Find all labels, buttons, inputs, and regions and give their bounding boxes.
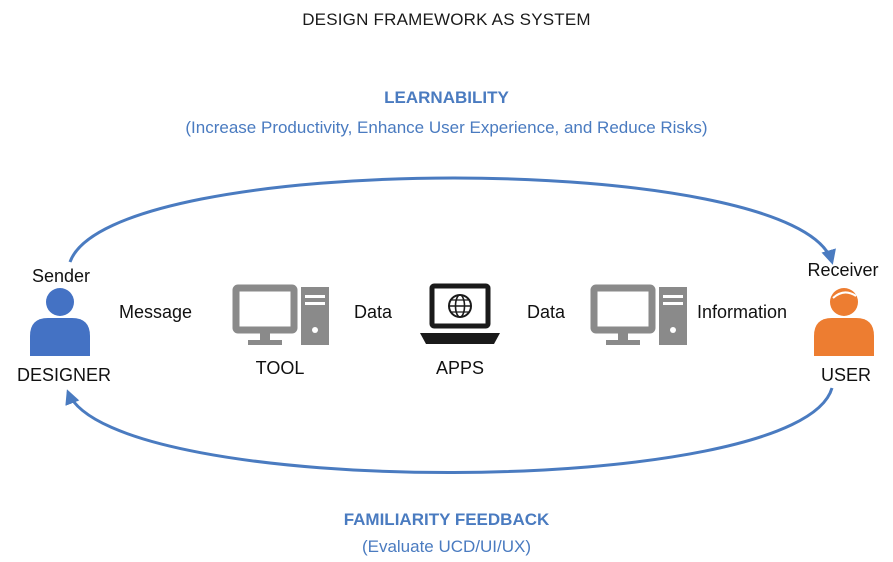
learnability-arc-arrow xyxy=(68,176,836,265)
user-label: USER xyxy=(820,365,871,385)
diagram-title: DESIGN FRAMEWORK AS SYSTEM xyxy=(302,10,591,29)
tool-computer-icon xyxy=(232,284,329,345)
feedback-heading: FAMILIARITY FEEDBACK xyxy=(343,510,550,529)
feedback-subheading: (Evaluate UCD/UI/UX) xyxy=(361,537,532,556)
feedback-arc-arrow xyxy=(65,387,834,474)
apps-label: APPS xyxy=(435,358,485,378)
user-person-icon xyxy=(814,288,874,356)
data-label-2: Data xyxy=(527,302,566,322)
receiver-label: Receiver xyxy=(807,260,879,280)
learnability-heading: LEARNABILITY xyxy=(384,88,509,107)
message-label: Message xyxy=(119,302,193,322)
tool-label: TOOL xyxy=(255,358,305,378)
apps-laptop-globe-icon xyxy=(420,283,500,344)
designer-person-icon xyxy=(30,288,90,356)
designer-label: DESIGNER xyxy=(16,365,112,385)
learnability-subheading: (Increase Productivity, Enhance User Exp… xyxy=(185,118,708,137)
receiver-computer-icon xyxy=(590,284,687,345)
information-label: Information xyxy=(697,302,788,322)
data-label-1: Data xyxy=(354,302,393,322)
sender-label: Sender xyxy=(31,266,91,286)
